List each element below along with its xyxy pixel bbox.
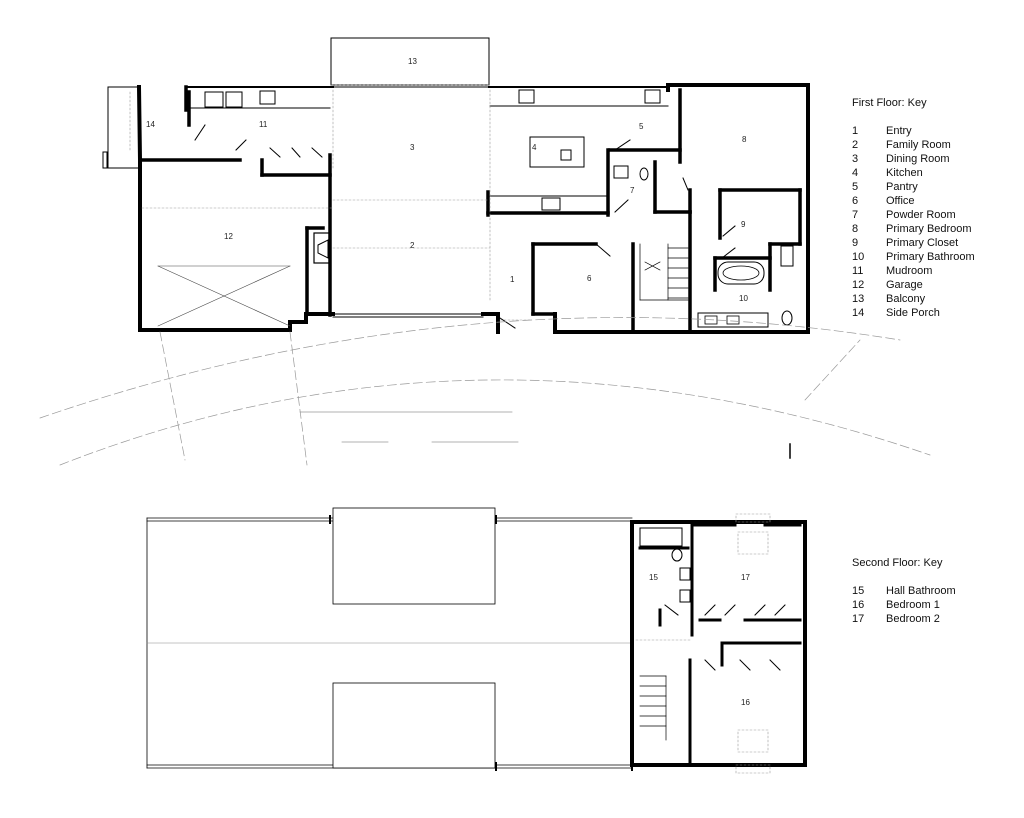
second-floor-key-list: 15 Hall Bathroom 16 Bedroom 1 17 Bedroom 2 [852, 584, 956, 626]
key-item-number: 16 [852, 599, 865, 611]
key-item-name: Kitchen [886, 167, 923, 179]
key-item-number: 3 [852, 153, 859, 165]
key-item-name: Bedroom 1 [886, 599, 940, 611]
room-numbers: 1 2 3 4 5 6 7 8 9 10 11 12 13 14 15 16 1… [146, 57, 750, 707]
room-label-4: 4 [532, 143, 537, 152]
second-floor-plan [146, 507, 807, 774]
key-item-number: 9 [852, 237, 859, 249]
key-item-number: 2 [852, 139, 859, 151]
room-label-12: 12 [224, 232, 233, 241]
key-item-number: 12 [852, 279, 865, 291]
room-label-15: 15 [649, 573, 658, 582]
first-floor-stairs [639, 243, 689, 301]
key-item-name: Hall Bathroom [886, 585, 956, 597]
room-label-5: 5 [639, 122, 644, 131]
room-label-14: 14 [146, 120, 155, 129]
kitchen-island [529, 136, 585, 168]
key-item-name: Powder Room [886, 209, 956, 221]
key-item: 5 Pantry [852, 180, 975, 194]
key-item: 8 Primary Bedroom [852, 222, 975, 236]
roof-plan [146, 507, 633, 771]
key-item-name: Primary Bedroom [886, 223, 972, 235]
key-item-number: 8 [852, 223, 859, 235]
key-item-name: Balcony [886, 293, 926, 305]
room-label-3: 3 [410, 143, 415, 152]
key-item-name: Side Porch [886, 307, 940, 319]
room-label-9: 9 [741, 220, 746, 229]
key-item-name: Garage [886, 279, 923, 291]
first-floor-interior-walls [138, 85, 802, 334]
key-item: 4 Kitchen [852, 166, 975, 180]
key-item: 13 Balcony [852, 292, 975, 306]
key-item-name: Office [886, 195, 915, 207]
key-item-name: Primary Bathroom [886, 251, 975, 263]
site-lines [39, 317, 931, 466]
key-item: 7 Powder Room [852, 208, 975, 222]
key-item-number: 13 [852, 293, 865, 305]
key-item: 11 Mudroom [852, 264, 975, 278]
key-item-number: 6 [852, 195, 859, 207]
key-item-number: 5 [852, 181, 859, 193]
key-item: 2 Family Room [852, 138, 975, 152]
key-item-number: 14 [852, 307, 865, 319]
balcony-outline [330, 37, 490, 86]
primary-bathtub [717, 261, 765, 285]
key-item-number: 1 [852, 125, 859, 137]
key-item: 9 Primary Closet [852, 236, 975, 250]
room-label-17: 17 [741, 573, 750, 582]
key-item-number: 15 [852, 585, 865, 597]
key-item-number: 7 [852, 209, 859, 221]
key-item-name: Family Room [886, 139, 951, 151]
room-label-16: 16 [741, 698, 750, 707]
key-item-name: Bedroom 2 [886, 613, 940, 625]
first-floor-plan [102, 37, 810, 334]
room-label-6: 6 [587, 274, 592, 283]
room-label-1: 1 [510, 275, 515, 284]
key-item-number: 11 [852, 265, 864, 277]
key-item: 15 Hall Bathroom [852, 584, 956, 598]
key-item: 1 Entry [852, 124, 975, 138]
key-item: 12 Garage [852, 278, 975, 292]
room-label-11: 11 [259, 120, 268, 129]
room-label-2: 2 [410, 241, 415, 250]
second-floor-walls [630, 520, 807, 767]
key-item-name: Dining Room [886, 153, 950, 165]
fireplace [313, 232, 331, 264]
key-item: 6 Office [852, 194, 975, 208]
second-floor-key-title: Second Floor: Key [852, 557, 943, 569]
room-label-7: 7 [630, 186, 635, 195]
key-item: 10 Primary Bathroom [852, 250, 975, 264]
key-item: 3 Dining Room [852, 152, 975, 166]
room-label-10: 10 [739, 294, 748, 303]
first-floor-key-title: First Floor: Key [852, 97, 927, 109]
key-item-name: Entry [886, 125, 912, 137]
key-item: 16 Bedroom 1 [852, 598, 956, 612]
garage-door-x [157, 265, 291, 327]
room-label-13: 13 [408, 57, 417, 66]
key-item: 17 Bedroom 2 [852, 612, 956, 626]
key-item-number: 4 [852, 167, 859, 179]
room-label-8: 8 [742, 135, 747, 144]
key-item-name: Primary Closet [886, 237, 959, 249]
side-porch-outline [107, 86, 140, 169]
key-item-number: 10 [852, 251, 865, 263]
key-item-number: 17 [852, 613, 865, 625]
key-item-name: Mudroom [886, 265, 933, 277]
key-item: 14 Side Porch [852, 306, 975, 320]
first-floor-exterior-walls [136, 83, 810, 334]
key-item-name: Pantry [886, 181, 918, 193]
first-floor-key: First Floor: Key 1 Entry 2 Family Room 3 Dini… [852, 96, 975, 320]
